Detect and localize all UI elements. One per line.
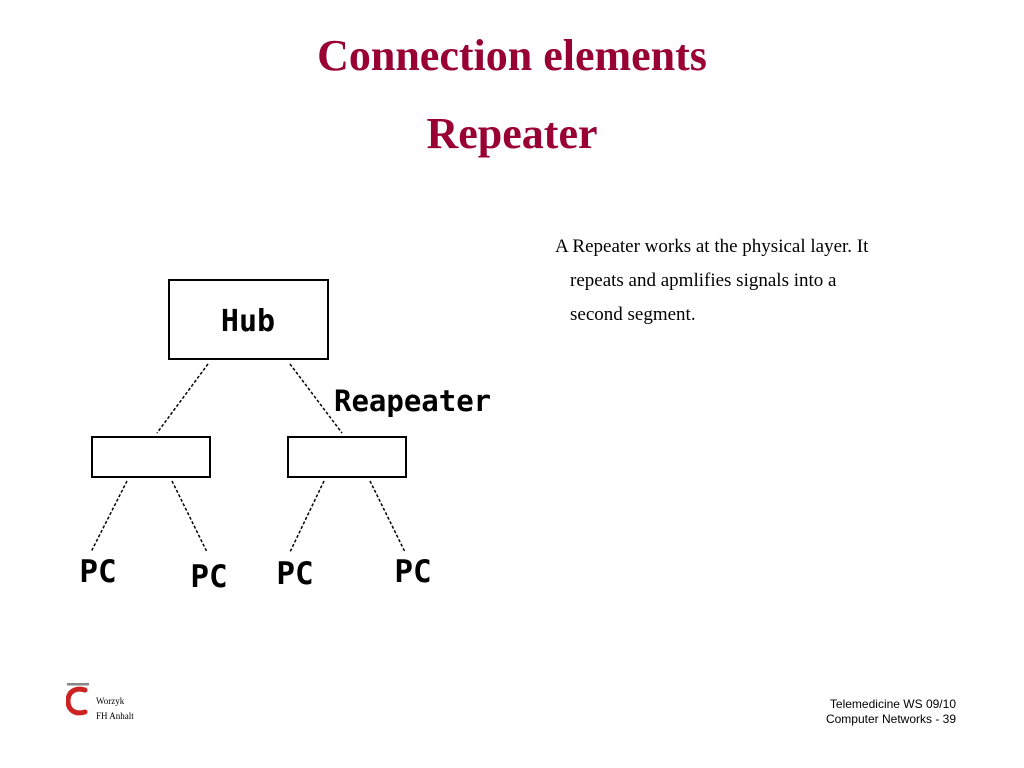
slide-subtitle: Repeater	[426, 109, 598, 158]
hub-link-right	[289, 363, 343, 434]
hub-box	[168, 279, 329, 360]
segment-box-right	[287, 436, 407, 478]
description-line-2: repeats and apmlifies signals into a	[570, 270, 837, 291]
author-name: Worzyk	[96, 696, 125, 706]
link-pc-4	[369, 480, 406, 553]
pc-label: PC	[276, 556, 313, 592]
fh-anhalt-logo-icon	[66, 683, 89, 716]
repeater-label: Reapeater	[334, 384, 491, 418]
slide-number: Computer Networks - 39	[825, 712, 956, 726]
slide-title: Connection elements	[317, 31, 707, 80]
link-pc-2	[171, 480, 208, 553]
course-name: Telemedicine WS 09/10	[829, 697, 956, 711]
link-pc-3	[289, 480, 325, 553]
link-pc-1	[90, 480, 128, 553]
segment-box-left	[91, 436, 211, 478]
pc-label: PC	[394, 554, 431, 590]
pc-label: PC	[79, 554, 116, 590]
description: A Repeater works at the physical layer. …	[555, 230, 935, 332]
description-line-1: A Repeater works at the physical layer. …	[555, 236, 869, 257]
description-line-3: second segment.	[570, 304, 696, 325]
hub-label: Hub	[221, 304, 275, 339]
author-institution: FH Anhalt	[96, 711, 134, 721]
pc-label: PC	[190, 559, 227, 595]
hub-link-left	[156, 363, 209, 434]
